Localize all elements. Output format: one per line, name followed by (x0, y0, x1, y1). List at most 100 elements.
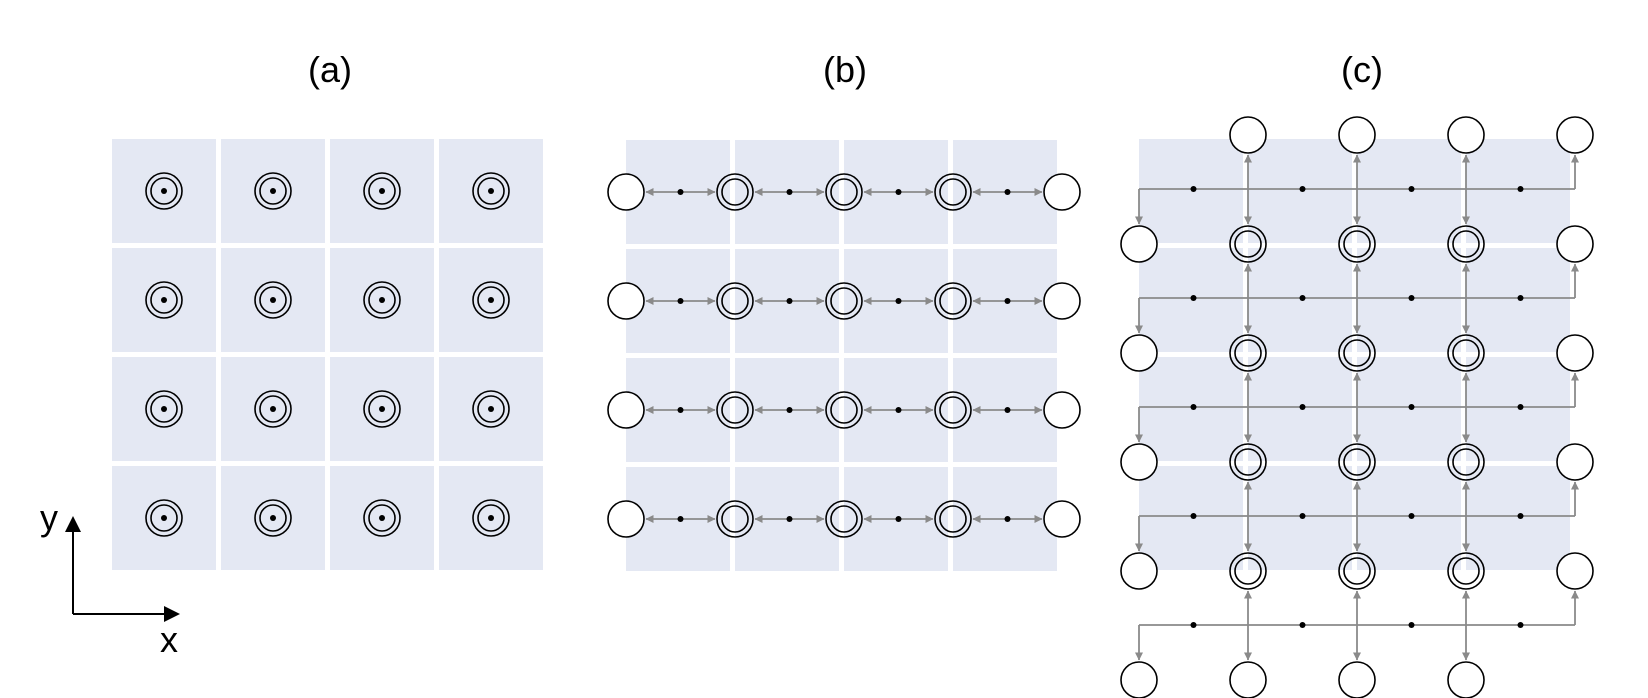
double-circle-node (825, 173, 863, 211)
center-dot (161, 406, 167, 412)
open-circle-node (1120, 225, 1158, 263)
double-circle-node (825, 282, 863, 320)
double-circle-inner (477, 504, 505, 532)
open-circle-node (1447, 116, 1485, 154)
double-circle-inner (1452, 230, 1480, 258)
open-circle-node (1043, 500, 1081, 538)
center-dot (1299, 513, 1306, 519)
panel-b-label: (b) (823, 49, 867, 90)
center-dot (1517, 186, 1524, 192)
double-circle-inner (721, 178, 749, 206)
center-dot (1299, 404, 1306, 410)
double-circle-node (1447, 334, 1485, 372)
unit-cell (1357, 466, 1461, 570)
unit-cell (1248, 466, 1352, 570)
open-circle-node (607, 282, 645, 320)
panel-c (1120, 116, 1594, 698)
center-dot (1408, 186, 1415, 192)
unit-cell (1139, 357, 1243, 461)
open-circle-node (607, 500, 645, 538)
coordinate-axes: x y (40, 497, 180, 660)
center-dot (1004, 189, 1011, 195)
open-circle-node (607, 173, 645, 211)
open-circle-node (1120, 552, 1158, 590)
open-circle-node (1120, 661, 1158, 698)
center-dot (1517, 622, 1524, 628)
double-circle-node (145, 281, 183, 319)
unit-cell (1466, 139, 1570, 243)
open-circle-node (1556, 552, 1594, 590)
center-dot (895, 516, 902, 522)
double-circle-inner (830, 396, 858, 424)
double-circle-node (1338, 552, 1376, 590)
center-dot (270, 515, 276, 521)
open-circle-node (1120, 334, 1158, 372)
double-circle-node (934, 173, 972, 211)
center-dot (488, 515, 494, 521)
center-dot (379, 515, 385, 521)
unit-cell (1357, 248, 1461, 352)
unit-cell (1357, 357, 1461, 461)
double-circle-node (472, 499, 510, 537)
double-circle-node (472, 281, 510, 319)
double-circle-inner (1234, 557, 1262, 585)
center-dot (1517, 295, 1524, 301)
center-dot (1299, 186, 1306, 192)
open-circle-node (1556, 334, 1594, 372)
center-dot (1190, 622, 1197, 628)
double-circle-inner (721, 287, 749, 315)
center-dot (379, 188, 385, 194)
double-circle-node (825, 500, 863, 538)
double-circle-node (1338, 443, 1376, 481)
double-circle-inner (368, 395, 396, 423)
double-circle-node (363, 390, 401, 428)
center-dot (786, 189, 793, 195)
double-circle-inner (939, 505, 967, 533)
open-circle-node (1447, 661, 1485, 698)
double-circle-node (1447, 225, 1485, 263)
double-circle-node (1447, 443, 1485, 481)
double-circle-node (1229, 443, 1267, 481)
double-circle-node (363, 172, 401, 210)
double-circle-inner (939, 178, 967, 206)
double-circle-inner (1452, 557, 1480, 585)
x-axis-arrowhead (164, 606, 180, 622)
center-dot (1299, 295, 1306, 301)
open-circle-node (1043, 391, 1081, 429)
unit-cell (1248, 357, 1352, 461)
open-circle-node (1338, 661, 1376, 698)
double-circle-inner (939, 396, 967, 424)
double-circle-inner (259, 395, 287, 423)
double-circle-inner (830, 505, 858, 533)
double-circle-node (254, 281, 292, 319)
double-circle-inner (259, 286, 287, 314)
double-circle-node (472, 172, 510, 210)
center-dot (161, 297, 167, 303)
double-circle-inner (1234, 339, 1262, 367)
double-circle-inner (259, 504, 287, 532)
center-dot (1517, 513, 1524, 519)
double-circle-inner (368, 504, 396, 532)
center-dot (1190, 404, 1197, 410)
center-dot (1408, 295, 1415, 301)
double-circle-node (254, 499, 292, 537)
unit-cell (1466, 248, 1570, 352)
center-dot (677, 407, 684, 413)
center-dot (1517, 404, 1524, 410)
center-dot (1004, 516, 1011, 522)
double-circle-inner (1234, 448, 1262, 476)
double-circle-inner (1452, 448, 1480, 476)
double-circle-inner (1343, 230, 1371, 258)
double-circle-node (716, 500, 754, 538)
double-circle-node (254, 172, 292, 210)
center-dot (488, 297, 494, 303)
center-dot (270, 406, 276, 412)
open-circle-node (1229, 661, 1267, 698)
double-circle-node (145, 390, 183, 428)
unit-cell (1466, 466, 1570, 570)
open-circle-node (1043, 282, 1081, 320)
y-axis-label: y (40, 497, 58, 538)
double-circle-inner (259, 177, 287, 205)
y-axis-arrowhead (65, 516, 81, 532)
center-dot (677, 516, 684, 522)
